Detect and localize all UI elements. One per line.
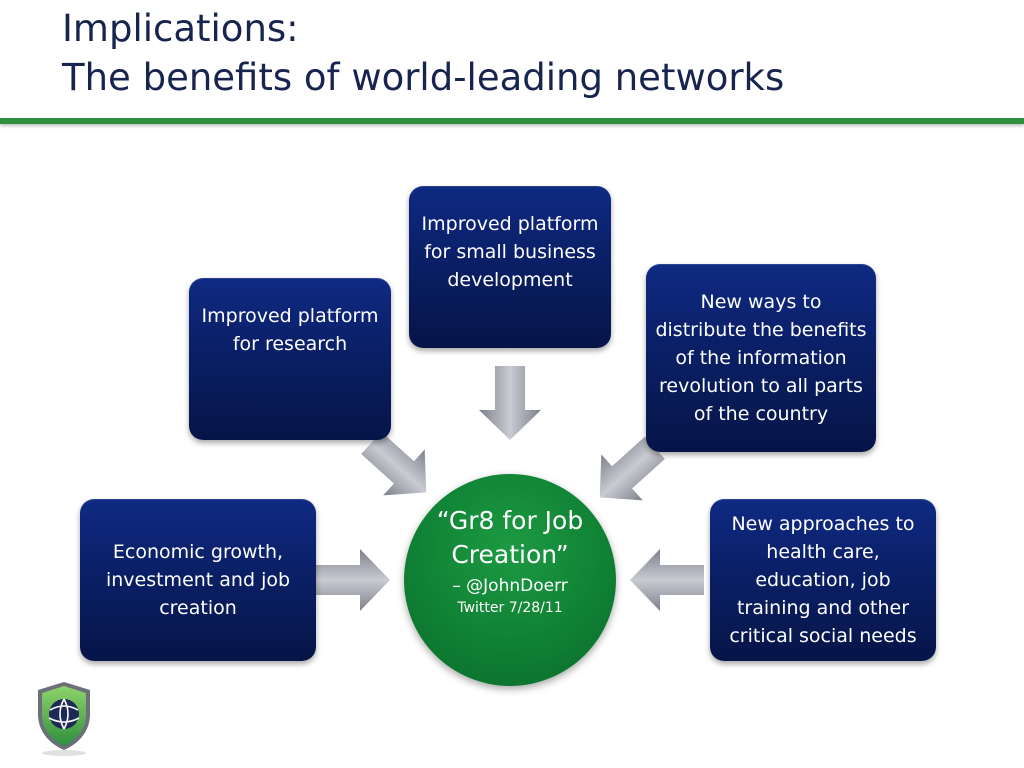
title-divider [0, 118, 1024, 124]
center-date: Twitter 7/28/11 [457, 600, 563, 616]
arrow-economic [316, 549, 390, 611]
node-distribute: New ways to distribute the benefits of t… [646, 264, 876, 452]
node-research-label: Improved platform for research [201, 305, 379, 355]
center-quote: “Gr8 for Job Creation” [436, 506, 584, 569]
slide-title: Implications: The benefits of world-lead… [62, 4, 962, 102]
center-circle: “Gr8 for Job Creation” – @JohnDoerr Twit… [404, 474, 616, 686]
node-economic: Economic growth, investment and job crea… [80, 499, 316, 661]
node-economic-label: Economic growth, investment and job crea… [105, 541, 291, 619]
arrow-health [630, 549, 704, 611]
shield-logo-icon [38, 682, 90, 756]
node-small-business: Improved platform for small business dev… [409, 186, 611, 348]
title-line-1: Implications: [62, 7, 299, 50]
node-research: Improved platform for research [189, 278, 391, 440]
center-attribution: – @JohnDoerr [452, 576, 568, 596]
node-small-business-label: Improved platform for small business dev… [421, 213, 599, 291]
node-health: New approaches to health care, education… [710, 499, 936, 661]
node-health-label: New approaches to health care, education… [729, 513, 917, 647]
arrow-small-business [479, 366, 541, 440]
title-line-2: The benefits of world-leading networks [62, 56, 785, 99]
node-distribute-label: New ways to distribute the benefits of t… [655, 291, 867, 425]
